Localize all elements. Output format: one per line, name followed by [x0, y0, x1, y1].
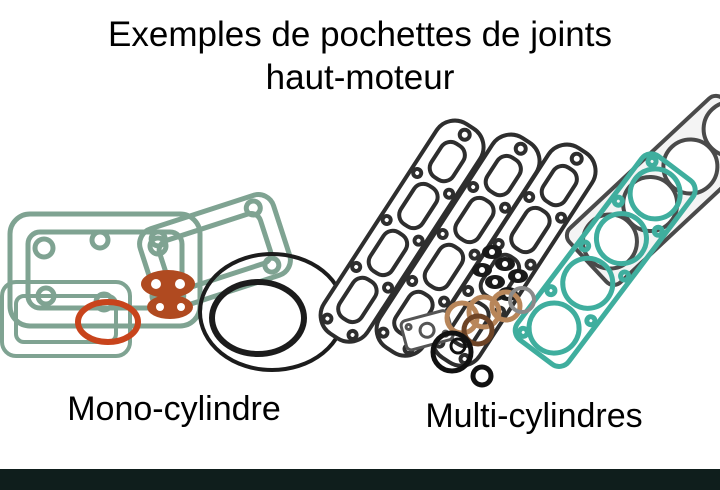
page-title: Exemples de pochettes de joints haut-mot…	[0, 14, 720, 99]
dark-washer	[461, 313, 495, 347]
label-mono-cylindre: Mono-cylindre	[67, 390, 281, 428]
mono-orange-gaskets	[141, 270, 195, 319]
mono-kit-illustration	[0, 192, 346, 372]
title-line-1: Exemples de pochettes de joints	[108, 15, 612, 54]
gray-washer	[508, 286, 536, 314]
mono-green-gaskets	[0, 192, 293, 358]
title-line-2: haut-moteur	[265, 57, 455, 97]
multi-black-orings	[430, 330, 494, 388]
mono-orange-ring	[75, 299, 141, 345]
small-plate-gasket	[399, 309, 455, 352]
mono-black-orings	[198, 252, 346, 372]
mono-orange-gasket-holes	[151, 279, 185, 311]
valve-stem-seal-holes	[479, 249, 521, 297]
valve-stem-seals	[472, 245, 528, 301]
bottom-bar	[0, 469, 720, 490]
copper-washers	[444, 289, 523, 336]
multi-kit-illustration	[310, 93, 720, 388]
head-gasket-teal	[512, 151, 698, 369]
valve-cover-gaskets	[310, 110, 606, 377]
label-multi-cylindres: Multi-cylindres	[425, 397, 643, 435]
cam-cover-gasket	[602, 125, 720, 249]
head-gasket-gray	[564, 93, 720, 287]
